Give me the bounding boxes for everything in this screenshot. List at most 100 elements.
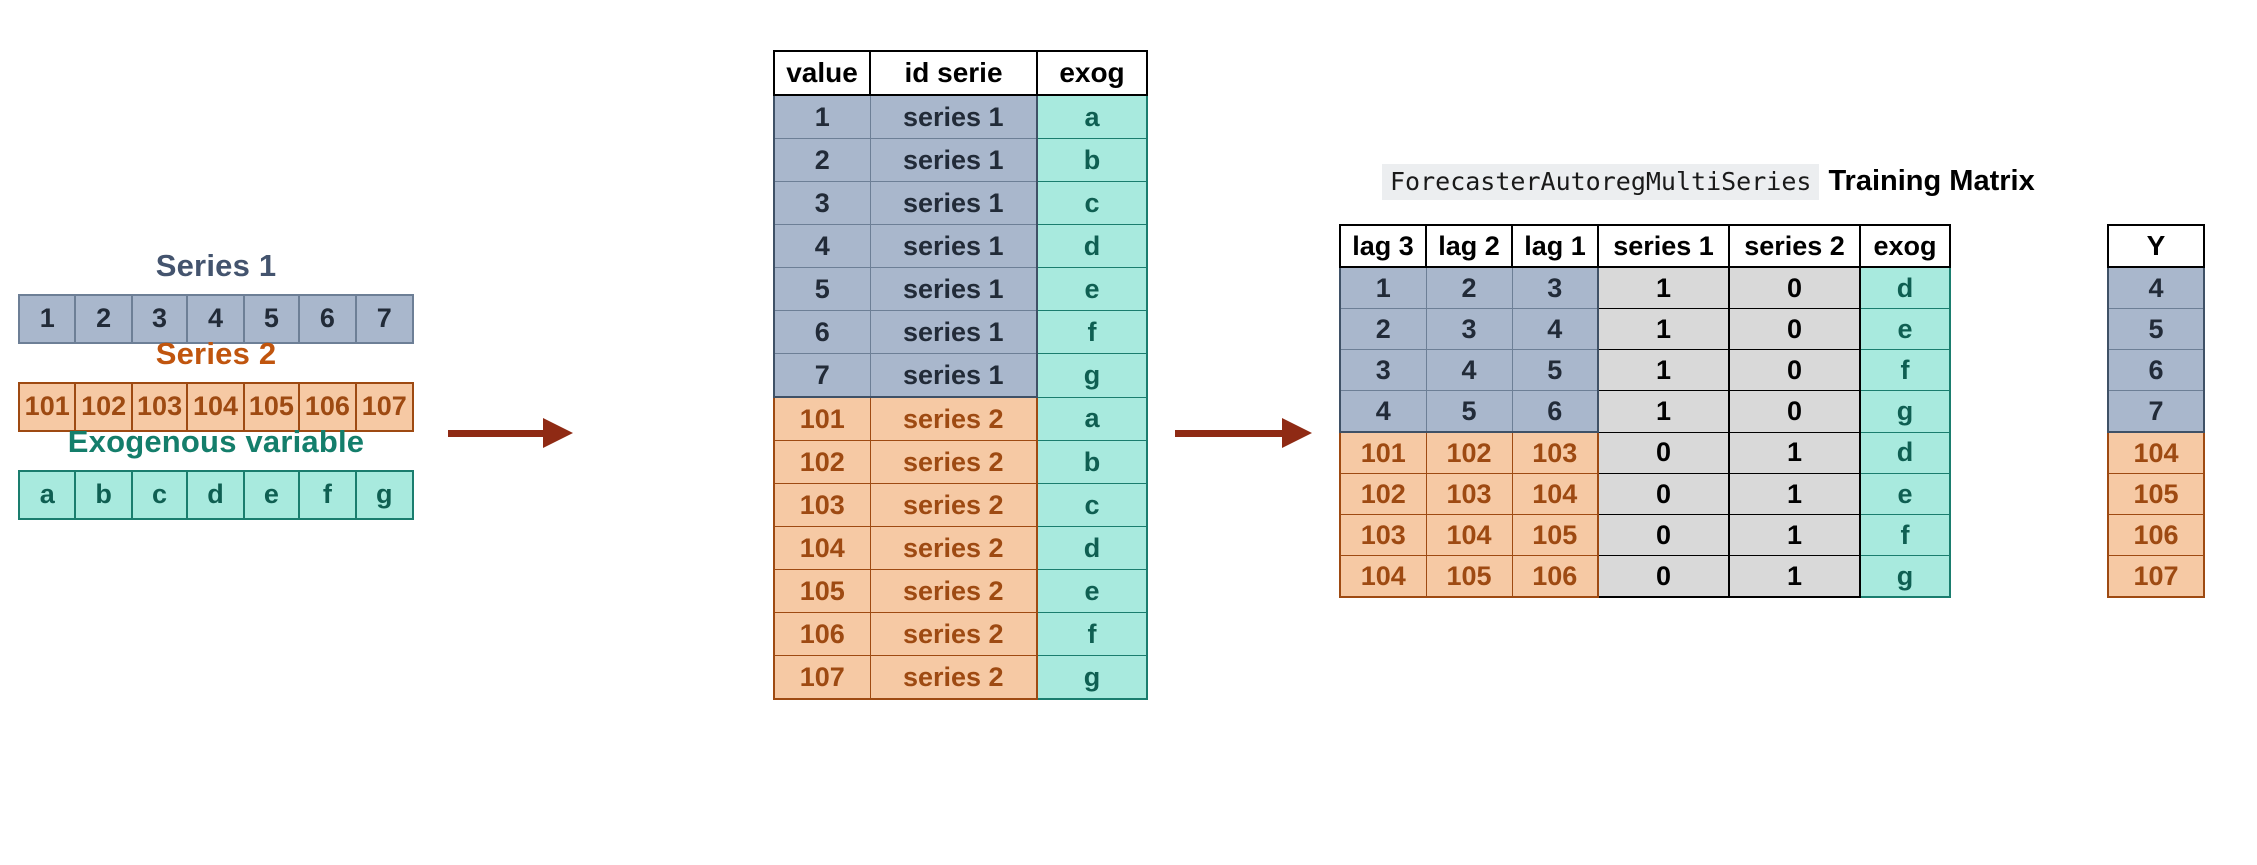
long-table-cell-value: 107 — [773, 655, 871, 700]
tm-cell-lag-3: 102 — [1339, 473, 1427, 515]
tm-header-series-2: series 2 — [1728, 224, 1861, 268]
long-table-cell-exog: d — [1036, 526, 1148, 570]
long-table-cell-id-serie: series 1 — [869, 353, 1038, 398]
forecaster-class-name: ForecasterAutoregMultiSeries — [1382, 164, 1820, 200]
y-table-cell: 7 — [2107, 390, 2205, 433]
tm-cell-exog: d — [1859, 266, 1951, 309]
tm-cell-lag-1: 4 — [1511, 308, 1599, 350]
tm-cell-lag-3: 4 — [1339, 390, 1427, 433]
tm-cell-exog: f — [1859, 349, 1951, 391]
tm-cell-lag-2: 5 — [1425, 390, 1513, 433]
series-1-cell: 1 — [20, 296, 77, 342]
tm-cell-series-1: 1 — [1597, 308, 1730, 350]
series-2-cell: 101 — [20, 384, 77, 430]
exogenous-variable-cell: g — [356, 472, 412, 518]
tm-header-lag-2: lag 2 — [1425, 224, 1513, 268]
long-table-cell-value: 104 — [773, 526, 871, 570]
table-row: 7 — [2107, 390, 2205, 433]
long-table-cell-value: 102 — [773, 440, 871, 484]
tm-cell-lag-2: 3 — [1425, 308, 1513, 350]
y-table-cell: 104 — [2107, 431, 2205, 474]
arrow-head — [1282, 418, 1312, 448]
tm-cell-series-1: 0 — [1597, 431, 1730, 474]
table-row: 6 — [2107, 349, 2205, 391]
tm-cell-lag-1: 103 — [1511, 431, 1599, 474]
training-matrix-label: Training Matrix — [1828, 165, 2035, 197]
long-table-cell-value: 105 — [773, 569, 871, 613]
arrow-shaft — [1175, 430, 1285, 437]
long-table-cell-id-serie: series 2 — [869, 440, 1038, 484]
long-table-cell-exog: b — [1036, 138, 1148, 182]
tm-cell-exog: f — [1859, 514, 1951, 556]
series-2-title: Series 2 — [155, 336, 277, 371]
long-table-cell-id-serie: series 2 — [869, 396, 1038, 441]
tm-cell-series-1: 1 — [1597, 390, 1730, 433]
y-table-cell: 4 — [2107, 266, 2205, 309]
tm-cell-lag-2: 4 — [1425, 349, 1513, 391]
y-table-cell: 5 — [2107, 308, 2205, 350]
tm-cell-series-1: 0 — [1597, 514, 1730, 556]
tm-header-series-1: series 1 — [1597, 224, 1730, 268]
y-table-cell: 107 — [2107, 555, 2205, 598]
series-1-cell: 7 — [356, 296, 412, 342]
tm-cell-series-1: 1 — [1597, 266, 1730, 309]
long-table-cell-id-serie: series 1 — [869, 310, 1038, 354]
tm-cell-series-2: 1 — [1728, 555, 1861, 598]
y-table-header: Y — [2107, 224, 2205, 268]
series-2-cell: 102 — [76, 384, 133, 430]
long-table-header-value: value — [773, 50, 871, 96]
long-table-header-exog: exog — [1036, 50, 1148, 96]
long-table-cell-value: 1 — [773, 94, 871, 139]
exogenous-variable-cell: e — [244, 472, 301, 518]
long-table-cell-value: 106 — [773, 612, 871, 656]
table-row: 104 — [2107, 431, 2205, 474]
long-table-cell-id-serie: series 2 — [869, 655, 1038, 700]
tm-cell-series-2: 0 — [1728, 390, 1861, 433]
tm-cell-exog: g — [1859, 555, 1951, 598]
long-table-cell-exog: c — [1036, 483, 1148, 527]
series-1-cell: 4 — [188, 296, 245, 342]
tm-header-exog: exog — [1859, 224, 1951, 268]
tm-header-lag-3: lag 3 — [1339, 224, 1427, 268]
tm-cell-series-2: 1 — [1728, 514, 1861, 556]
tm-cell-series-2: 0 — [1728, 266, 1861, 309]
series-1-cell: 6 — [300, 296, 357, 342]
y-table-cell: 105 — [2107, 473, 2205, 515]
long-table-cell-value: 7 — [773, 353, 871, 398]
tm-cell-series-1: 1 — [1597, 349, 1730, 391]
exogenous-variable-cell: f — [300, 472, 357, 518]
long-table-cell-exog: b — [1036, 440, 1148, 484]
long-table-cell-id-serie: series 1 — [869, 138, 1038, 182]
long-table-cell-exog: a — [1036, 94, 1148, 139]
tm-cell-exog: d — [1859, 431, 1951, 474]
table-row: 5 — [2107, 308, 2205, 350]
tm-cell-lag-3: 1 — [1339, 266, 1427, 309]
series-1-title: Series 1 — [155, 248, 277, 283]
tm-cell-series-1: 0 — [1597, 555, 1730, 598]
tm-header-lag-1: lag 1 — [1511, 224, 1599, 268]
arrow-long-table-to-training-matrix — [1175, 418, 1315, 448]
tm-cell-exog: e — [1859, 308, 1951, 350]
y-table-cell: 6 — [2107, 349, 2205, 391]
tm-cell-lag-3: 2 — [1339, 308, 1427, 350]
series-2-cell: 107 — [356, 384, 412, 430]
training-matrix-header-row: lag 3 lag 2 lag 1 series 1 series 2 exog — [1339, 224, 1951, 268]
tm-cell-lag-1: 105 — [1511, 514, 1599, 556]
tm-cell-lag-3: 3 — [1339, 349, 1427, 391]
